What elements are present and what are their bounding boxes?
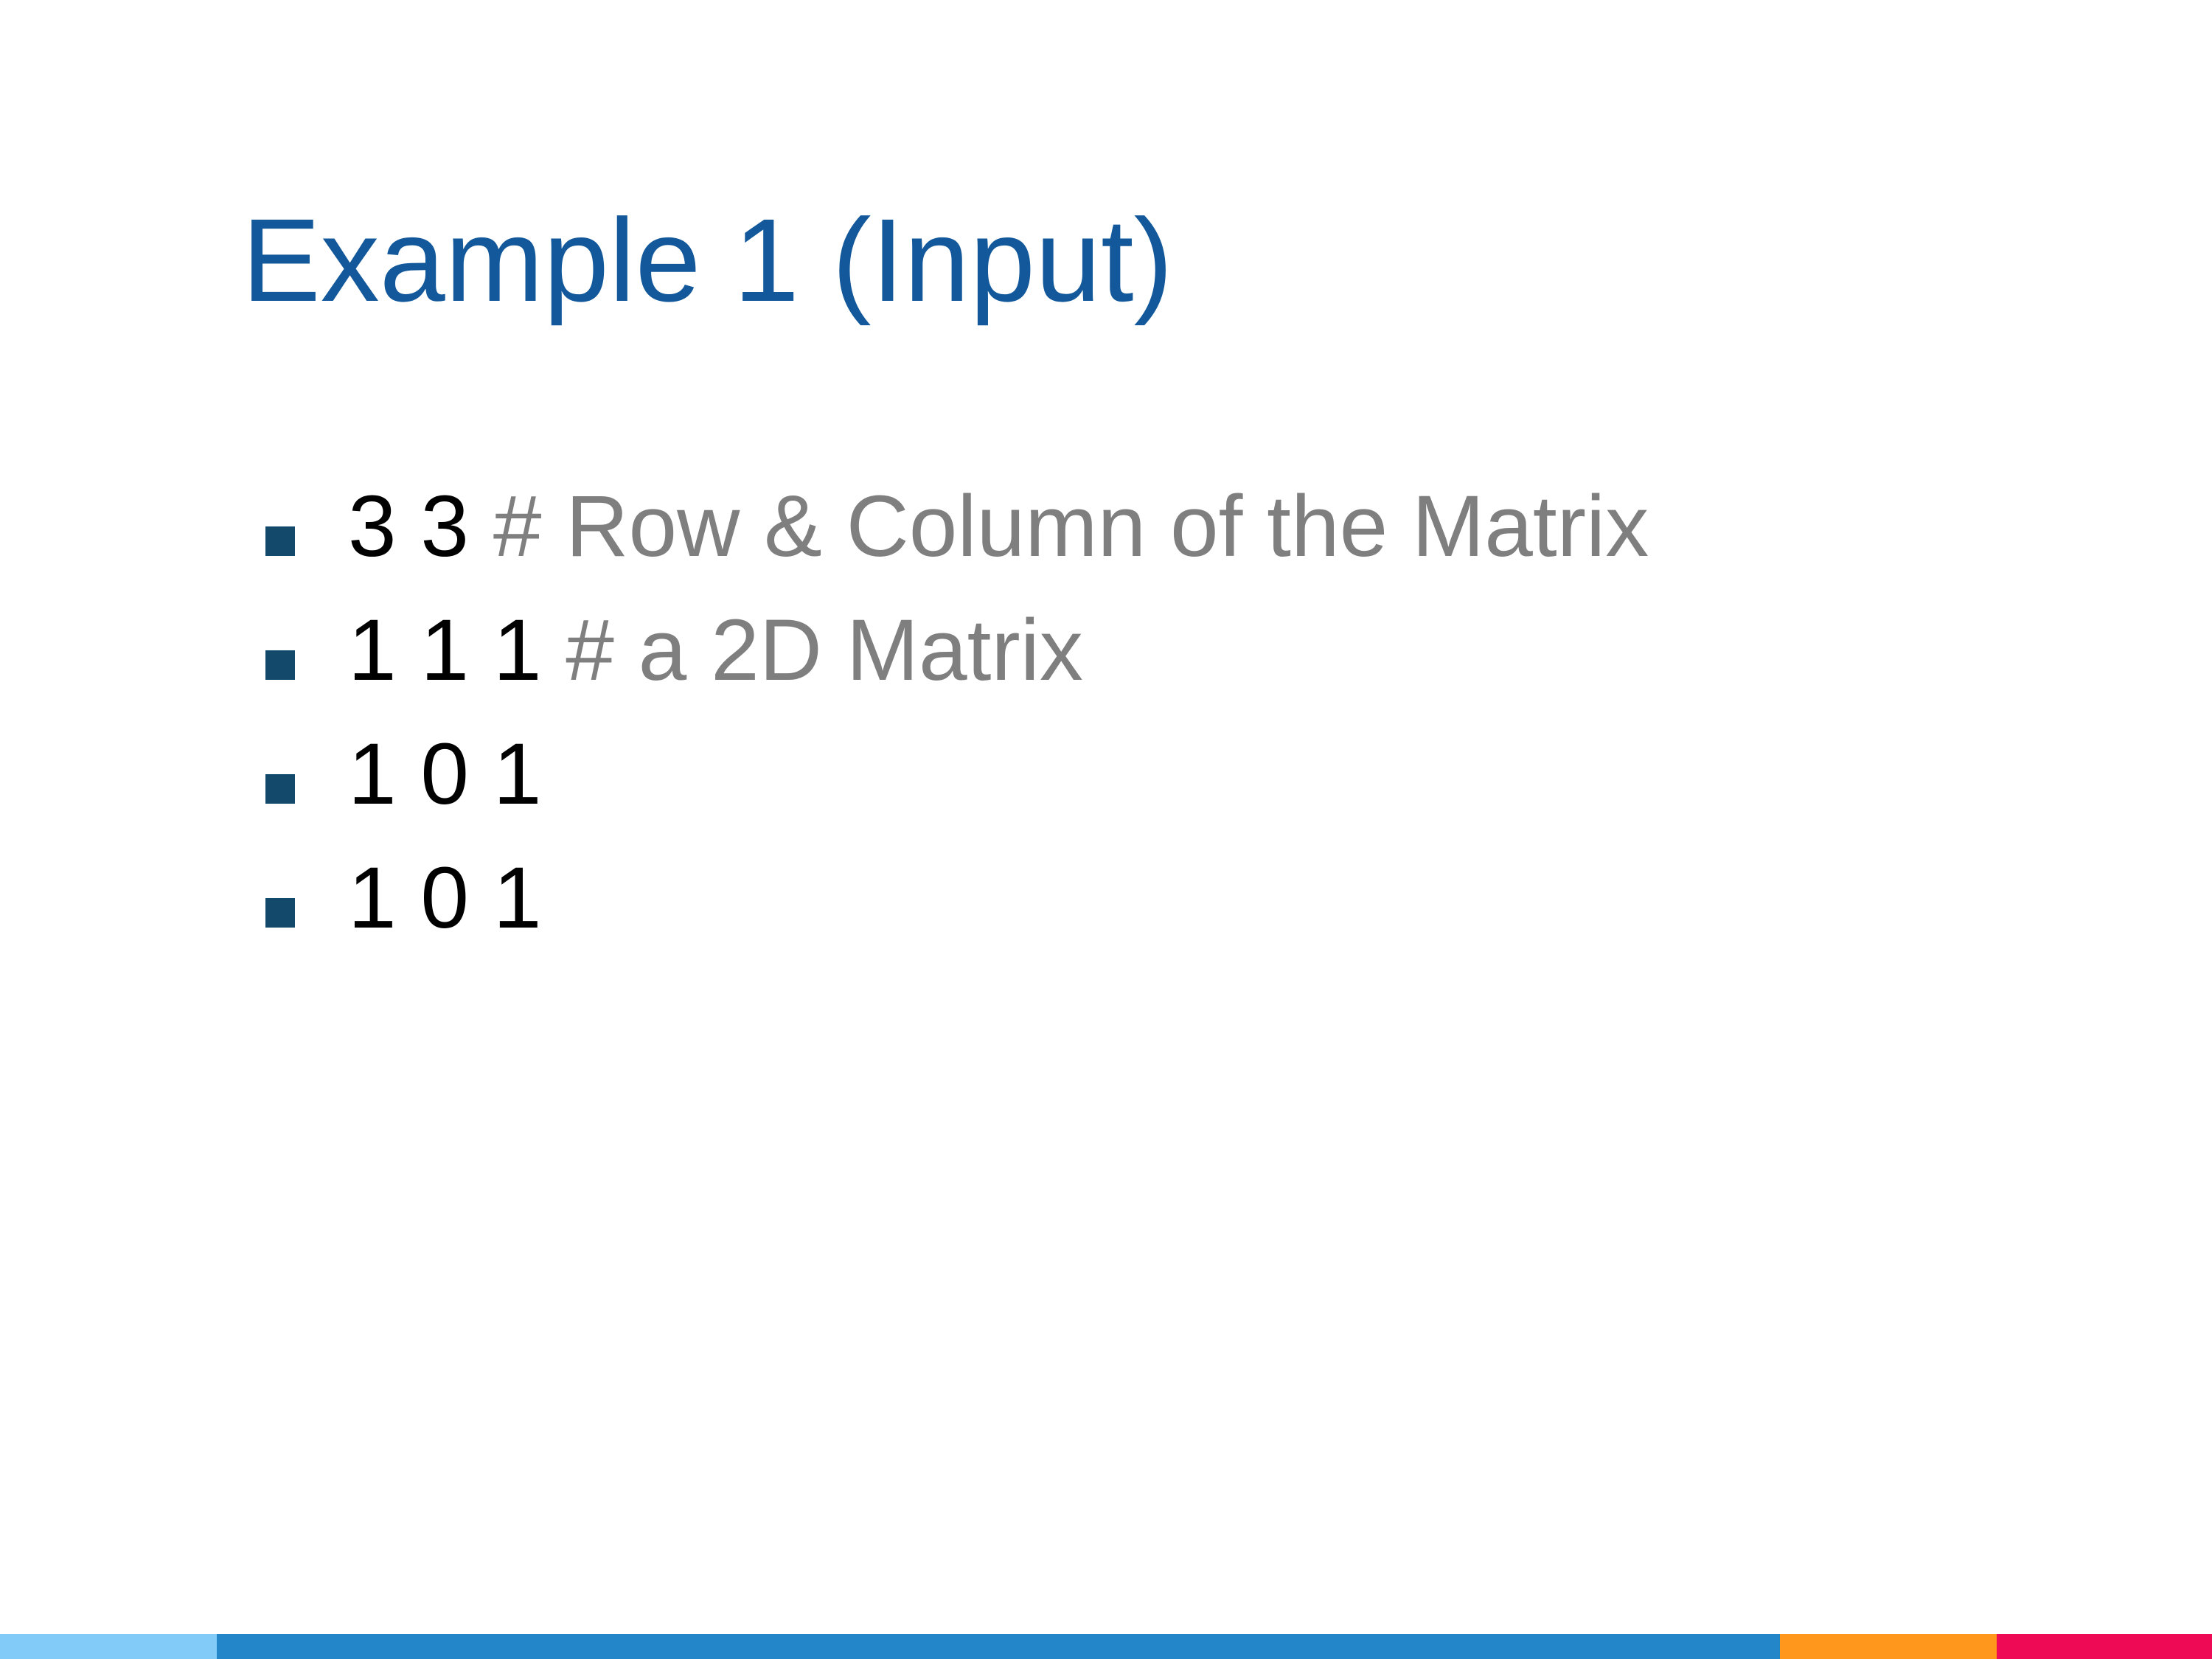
square-bullet-icon — [265, 898, 295, 928]
footer-color-bar — [0, 1634, 2212, 1659]
slide-title: Example 1 (Input) — [242, 194, 1173, 326]
matrix-size-values: 3 3 — [348, 478, 470, 575]
bullet-text: 1 0 1 — [348, 836, 541, 960]
footer-segment-blue — [217, 1634, 1780, 1659]
square-bullet-icon — [265, 650, 295, 680]
matrix-size-comment: # Row & Column of the Matrix — [493, 478, 1649, 575]
footer-segment-light-blue — [0, 1634, 217, 1659]
bullet-text: 3 3 # Row & Column of the Matrix — [348, 465, 1649, 588]
square-bullet-icon — [265, 774, 295, 804]
matrix-comment: # a 2D Matrix — [566, 602, 1083, 699]
footer-segment-orange — [1780, 1634, 1997, 1659]
square-bullet-icon — [265, 526, 295, 556]
bullet-text: 1 0 1 — [348, 712, 541, 836]
matrix-row-values: 1 1 1 — [348, 602, 542, 699]
matrix-row-values: 1 0 1 — [348, 849, 542, 947]
footer-segment-pink — [1997, 1634, 2212, 1659]
bullet-text: 1 1 1 # a 2D Matrix — [348, 588, 1083, 712]
matrix-row-values: 1 0 1 — [348, 726, 542, 823]
